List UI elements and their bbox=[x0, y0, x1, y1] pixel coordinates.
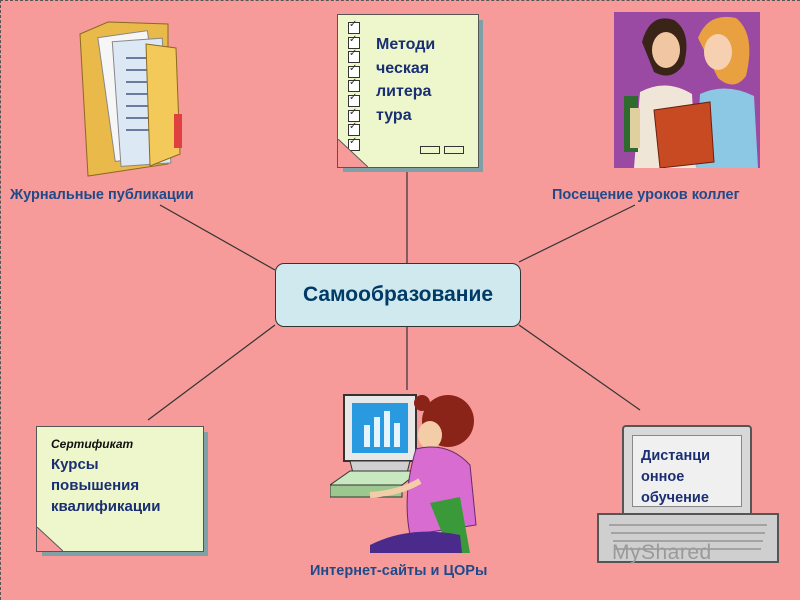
distance-line-1: Дистанци bbox=[641, 448, 711, 464]
center-label: Самообразование bbox=[302, 283, 494, 306]
methodical-note: Методи ческая литера тура bbox=[337, 14, 479, 168]
methodical-line-4: тура bbox=[376, 106, 412, 124]
laptop-icon: Дистанци онное обучение bbox=[622, 425, 752, 517]
courses-note: Сертификат Курсы повышения квалификации bbox=[36, 426, 204, 552]
note-bar-2 bbox=[444, 146, 464, 154]
link-courses bbox=[147, 324, 276, 421]
internet-label: Интернет-сайты и ЦОРы bbox=[310, 563, 488, 579]
checklist-icon bbox=[348, 19, 360, 153]
note-bar-1 bbox=[420, 146, 440, 154]
watermark-text: MyShared bbox=[612, 541, 712, 564]
methodical-line-2: ческая bbox=[376, 59, 430, 77]
note-fold-icon bbox=[338, 139, 368, 167]
laptop-display: Дистанци онное обучение bbox=[632, 435, 742, 507]
methodical-line-1: Методи bbox=[376, 36, 436, 53]
teachers-reading-icon bbox=[614, 12, 760, 168]
distance-line-3: обучение bbox=[641, 490, 709, 506]
methodical-line-3: литера bbox=[376, 83, 432, 100]
journal-label: Журнальные публикации bbox=[10, 187, 194, 203]
lessons-label: Посещение уроков коллег bbox=[552, 187, 740, 203]
link-distance bbox=[518, 324, 641, 411]
courses-line-3: квалификации bbox=[51, 498, 161, 515]
laptop-keyboard bbox=[597, 513, 779, 563]
computer-user-icon bbox=[330, 394, 477, 553]
center-node: Самообразование bbox=[275, 263, 521, 327]
courses-fold-icon bbox=[37, 527, 63, 551]
slide-border-left bbox=[0, 0, 1, 600]
distance-line-2: онное bbox=[641, 469, 685, 485]
slide-border-top bbox=[0, 0, 800, 1]
link-journal bbox=[159, 204, 276, 271]
courses-line-1: Курсы bbox=[51, 456, 99, 473]
link-lessons bbox=[518, 204, 636, 263]
keyboard-keys-icon bbox=[609, 524, 767, 550]
courses-line-2: повышения bbox=[51, 477, 140, 494]
folder-icon bbox=[79, 21, 182, 177]
courses-header: Сертификат bbox=[51, 437, 134, 451]
